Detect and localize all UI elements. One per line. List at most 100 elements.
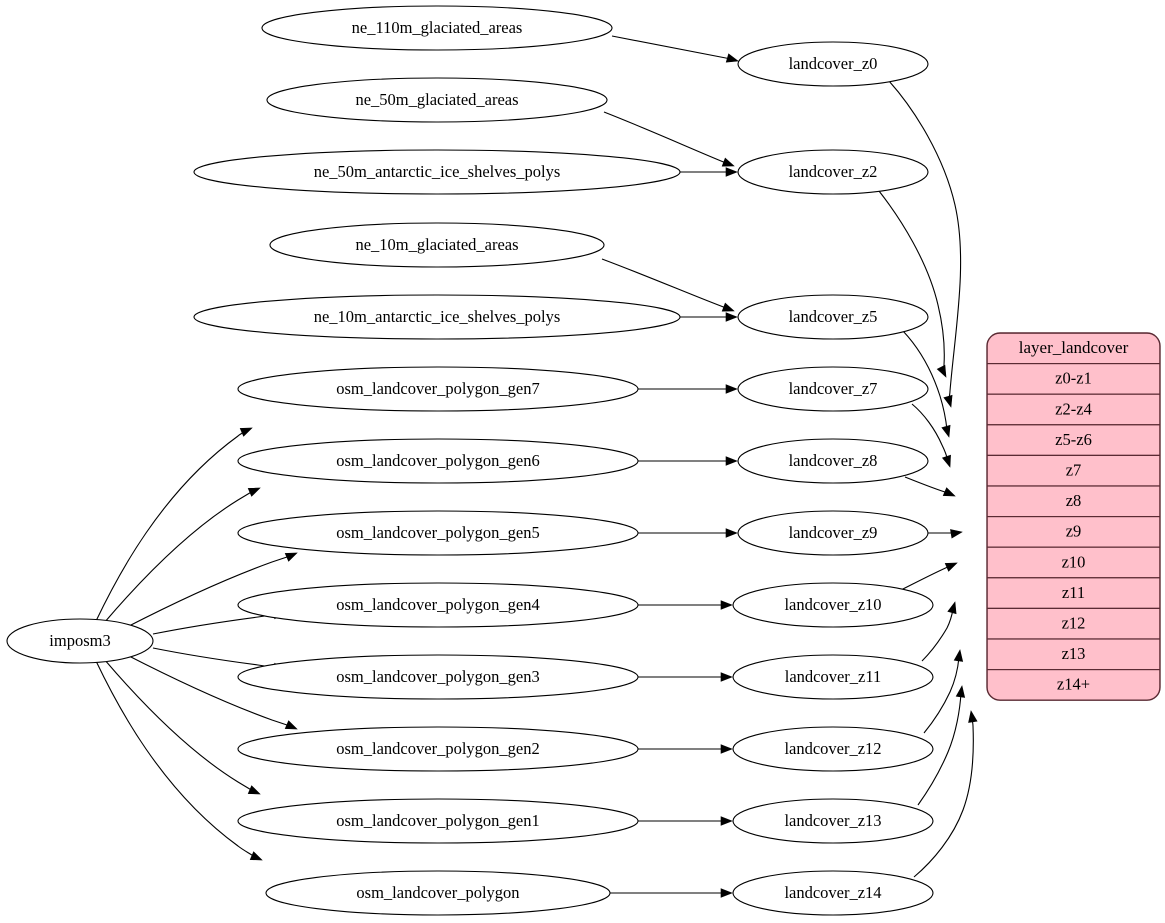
node-landcover_z0[interactable]: landcover_z0 — [737, 41, 929, 87]
edge-imposm3-to-osm_landcover_polygon_gen6 — [103, 487, 261, 624]
table-row-cell-z13[interactable] — [987, 638, 1160, 671]
node-landcover_z14[interactable]: landcover_z14 — [732, 870, 934, 916]
table-row-cell-z8[interactable] — [987, 485, 1160, 518]
edge-landcover_z10-to-layer_landcover_row_z10 — [900, 562, 958, 591]
node-osm_landcover_polygon[interactable]: osm_landcover_polygon — [265, 870, 611, 916]
node-osm_landcover_polygon_gen4[interactable]: osm_landcover_polygon_gen4 — [237, 582, 639, 628]
edge-landcover_z13-to-layer_landcover_row_z13 — [917, 685, 966, 806]
node-ellipse-landcover_z9[interactable] — [737, 510, 929, 556]
node-landcover_z8[interactable]: landcover_z8 — [737, 438, 929, 484]
node-landcover_z2[interactable]: landcover_z2 — [737, 149, 929, 195]
table-header-label: layer_landcover — [1019, 338, 1129, 357]
node-label-landcover_z12: landcover_z12 — [784, 739, 881, 758]
edge-landcover_z7-to-layer_landcover_row_z7 — [911, 403, 951, 468]
node-ellipse-landcover_z13[interactable] — [732, 798, 934, 844]
node-imposm3[interactable]: imposm3 — [6, 618, 154, 664]
node-ellipse-osm_landcover_polygon_gen7[interactable] — [237, 366, 639, 412]
node-osm_landcover_polygon_gen3[interactable]: osm_landcover_polygon_gen3 — [237, 654, 639, 700]
node-ellipse-osm_landcover_polygon_gen2[interactable] — [237, 726, 639, 772]
node-landcover_z12[interactable]: landcover_z12 — [732, 726, 934, 772]
edge-imposm3-to-osm_landcover_polygon_gen2 — [126, 654, 298, 730]
node-ne_10m_antarctic_ice_shelves_polys[interactable]: ne_10m_antarctic_ice_shelves_polys — [193, 294, 681, 340]
node-label-osm_landcover_polygon_gen2: osm_landcover_polygon_gen2 — [336, 739, 539, 758]
node-label-landcover_z5: landcover_z5 — [789, 307, 878, 326]
node-label-osm_landcover_polygon_gen7: osm_landcover_polygon_gen7 — [336, 379, 539, 398]
node-ellipse-landcover_z11[interactable] — [732, 654, 934, 700]
edge-imposm3-to-osm_landcover_polygon_gen7 — [95, 427, 253, 622]
node-ellipse-landcover_z10[interactable] — [732, 582, 934, 628]
node-ellipse-osm_landcover_polygon_gen3[interactable] — [237, 654, 639, 700]
table-row-cell-z10[interactable] — [987, 546, 1160, 579]
node-ellipse-landcover_z12[interactable] — [732, 726, 934, 772]
node-ellipse-ne_10m_glaciated_areas[interactable] — [269, 222, 605, 268]
table-row-label-z11: z11 — [1062, 583, 1085, 602]
node-label-landcover_z13: landcover_z13 — [784, 811, 881, 830]
node-ellipse-landcover_z0[interactable] — [737, 41, 929, 87]
table-row-cell-z9[interactable] — [987, 515, 1160, 548]
table-row-cell-z12[interactable] — [987, 607, 1160, 640]
node-label-landcover_z10: landcover_z10 — [784, 595, 881, 614]
table-outline — [986, 332, 1161, 701]
node-ellipse-osm_landcover_polygon_gen5[interactable] — [237, 510, 639, 556]
node-ellipse-landcover_z8[interactable] — [737, 438, 929, 484]
edges-layer — [95, 35, 978, 898]
edge-landcover_z11-to-layer_landcover_row_z11 — [921, 601, 957, 662]
table-row-label-z13: z13 — [1062, 644, 1086, 663]
edge-osm_landcover_polygon_gen5-to-landcover_z9 — [638, 528, 738, 538]
edge-landcover_z5-to-layer_landcover_row_z5-z6 — [902, 330, 951, 438]
table-row-cell-z0-z1[interactable] — [987, 363, 1160, 395]
edge-osm_landcover_polygon_gen1-to-landcover_z13 — [638, 816, 733, 826]
node-landcover_z13[interactable]: landcover_z13 — [732, 798, 934, 844]
node-osm_landcover_polygon_gen7[interactable]: osm_landcover_polygon_gen7 — [237, 366, 639, 412]
table-row-cell-z11[interactable] — [987, 577, 1160, 609]
table-row-cell-z2-z4[interactable] — [987, 393, 1160, 426]
node-label-landcover_z9: landcover_z9 — [789, 523, 878, 542]
node-landcover_z7[interactable]: landcover_z7 — [737, 366, 929, 412]
edge-ne_10m_antarctic_ice_shelves_polys-to-landcover_z5 — [680, 312, 738, 322]
node-ellipse-ne_50m_antarctic_ice_shelves_polys[interactable] — [193, 149, 681, 195]
node-osm_landcover_polygon_gen5[interactable]: osm_landcover_polygon_gen5 — [237, 510, 639, 556]
node-ne_50m_glaciated_areas[interactable]: ne_50m_glaciated_areas — [266, 77, 608, 123]
edge-imposm3-to-osm_landcover_polygon_gen1 — [103, 658, 261, 795]
node-landcover_z10[interactable]: landcover_z10 — [732, 582, 934, 628]
node-ne_110m_glaciated_areas[interactable]: ne_110m_glaciated_areas — [261, 5, 613, 51]
node-label-osm_landcover_polygon_gen1: osm_landcover_polygon_gen1 — [336, 811, 539, 830]
node-label-landcover_z11: landcover_z11 — [785, 667, 882, 686]
node-label-osm_landcover_polygon: osm_landcover_polygon — [356, 883, 519, 902]
node-ne_50m_antarctic_ice_shelves_polys[interactable]: ne_50m_antarctic_ice_shelves_polys — [193, 149, 681, 195]
layer-landcover-table: layer_landcoverz0-z1z2-z4z5-z6z7z8z9z10z… — [986, 332, 1161, 701]
node-label-osm_landcover_polygon_gen5: osm_landcover_polygon_gen5 — [336, 523, 539, 542]
node-ellipse-osm_landcover_polygon_gen1[interactable] — [237, 798, 639, 844]
node-ellipse-osm_landcover_polygon_gen6[interactable] — [237, 438, 639, 484]
node-ellipse-ne_10m_antarctic_ice_shelves_polys[interactable] — [193, 294, 681, 340]
node-ellipse-osm_landcover_polygon[interactable] — [265, 870, 611, 916]
table-row-label-z9: z9 — [1066, 522, 1082, 541]
node-landcover_z5[interactable]: landcover_z5 — [737, 294, 929, 340]
node-ellipse-landcover_z2[interactable] — [737, 149, 929, 195]
node-ellipse-landcover_z7[interactable] — [737, 366, 929, 412]
table-row-cell-z5-z6[interactable] — [987, 424, 1160, 456]
node-ellipse-ne_50m_glaciated_areas[interactable] — [266, 77, 608, 123]
node-label-osm_landcover_polygon_gen3: osm_landcover_polygon_gen3 — [336, 667, 539, 686]
node-ne_10m_glaciated_areas[interactable]: ne_10m_glaciated_areas — [269, 222, 605, 268]
edge-osm_landcover_polygon_gen7-to-landcover_z7 — [638, 384, 738, 394]
node-label-osm_landcover_polygon_gen6: osm_landcover_polygon_gen6 — [336, 451, 539, 470]
edge-landcover_z12-to-layer_landcover_row_z12 — [923, 649, 964, 734]
node-osm_landcover_polygon_gen6[interactable]: osm_landcover_polygon_gen6 — [237, 438, 639, 484]
node-osm_landcover_polygon_gen2[interactable]: osm_landcover_polygon_gen2 — [237, 726, 639, 772]
node-ellipse-osm_landcover_polygon_gen4[interactable] — [237, 582, 639, 628]
node-ellipse-imposm3[interactable] — [6, 618, 154, 664]
edge-osm_landcover_polygon_gen4-to-landcover_z10 — [638, 600, 733, 610]
node-ellipse-landcover_z14[interactable] — [732, 870, 934, 916]
node-ellipse-landcover_z5[interactable] — [737, 294, 929, 340]
node-label-ne_10m_glaciated_areas: ne_10m_glaciated_areas — [355, 235, 518, 254]
node-landcover_z9[interactable]: landcover_z9 — [737, 510, 929, 556]
node-label-ne_50m_antarctic_ice_shelves_polys: ne_50m_antarctic_ice_shelves_polys — [314, 162, 561, 181]
edge-ne_10m_glaciated_areas-to-landcover_z5 — [601, 258, 735, 312]
node-label-osm_landcover_polygon_gen4: osm_landcover_polygon_gen4 — [336, 595, 539, 614]
edge-osm_landcover_polygon-to-landcover_z14 — [609, 888, 733, 898]
node-osm_landcover_polygon_gen1[interactable]: osm_landcover_polygon_gen1 — [237, 798, 639, 844]
node-landcover_z11[interactable]: landcover_z11 — [732, 654, 934, 700]
node-ellipse-ne_110m_glaciated_areas[interactable] — [261, 5, 613, 51]
